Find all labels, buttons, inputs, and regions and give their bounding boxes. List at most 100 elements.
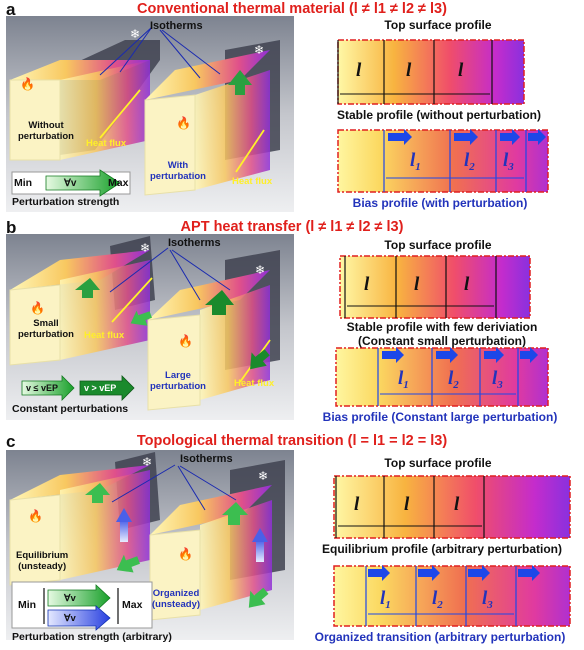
flame-icon: 🔥 bbox=[30, 301, 45, 315]
profile-top-b: l l l bbox=[339, 255, 531, 319]
segment-label: l bbox=[454, 494, 460, 515]
segment-label: l bbox=[404, 494, 410, 515]
illustration-c: ❄ ❄ 🔥 🔥 bbox=[6, 450, 294, 640]
segment-label: l1 bbox=[380, 588, 391, 611]
legend-large-arrow bbox=[79, 375, 135, 401]
legend-caption-c: Perturbation strength (arbitrary) bbox=[12, 631, 172, 643]
perturbation-arrow bbox=[228, 70, 252, 95]
segment-label: l2 bbox=[432, 588, 443, 611]
caption-bias-profile-a: Bias profile (with perturbation) bbox=[352, 196, 528, 210]
flame-icon: 🔥 bbox=[176, 116, 191, 130]
profile-top-c: l l l bbox=[333, 475, 571, 539]
legend-min-a: Min bbox=[14, 177, 33, 189]
segment-label: l3 bbox=[492, 368, 503, 391]
perturbation-arrow bbox=[250, 349, 270, 370]
caption-top-profile-c: Top surface profile bbox=[384, 456, 492, 470]
shift-arrow bbox=[528, 129, 546, 145]
block-front-right-a bbox=[144, 94, 196, 196]
isotherms-label-c: Isotherms bbox=[180, 453, 233, 465]
perturbation-arrow bbox=[75, 278, 100, 298]
block-label-small-perturbation: Small perturbation bbox=[18, 318, 74, 340]
block-label-large-perturbation: Large perturbation bbox=[150, 370, 206, 392]
segment-label: l3 bbox=[503, 150, 514, 173]
block-top-left-c bbox=[10, 465, 150, 500]
isotherm-line bbox=[99, 26, 153, 76]
segment-label: l bbox=[414, 274, 420, 295]
profile-top-a: l l l bbox=[337, 39, 525, 105]
snowflake-icon: ❄ bbox=[130, 27, 140, 41]
segment-label: l3 bbox=[482, 588, 493, 611]
segment-label: l1 bbox=[398, 368, 409, 391]
flame-icon: 🔥 bbox=[178, 547, 193, 561]
isotherm-line bbox=[111, 464, 176, 503]
caption-stable-profile-a: Stable profile (without perturbation) bbox=[337, 108, 541, 122]
isotherm-line bbox=[161, 29, 221, 75]
heat-flux-arrow bbox=[235, 129, 265, 173]
segment-label: l2 bbox=[464, 150, 475, 173]
legend-symbol-c: ∀v bbox=[64, 593, 76, 604]
segment-label: l bbox=[458, 60, 464, 81]
isotherms-label-b: Isotherms bbox=[168, 237, 221, 249]
perturbation-arrow bbox=[248, 587, 269, 608]
panel-title-b: APT heat transfer (l ≠ l1 ≠ l2 ≠ l3) bbox=[180, 219, 404, 235]
panel-title-a: Conventional thermal material (l ≠ l1 ≠ … bbox=[137, 1, 447, 17]
block-top-left-b bbox=[10, 250, 150, 290]
segment-label: l bbox=[406, 60, 412, 81]
block-front-right-b bbox=[147, 314, 201, 411]
legend-min-c: Min bbox=[18, 599, 37, 611]
heat-flux-label: Heat flux bbox=[86, 138, 127, 149]
legend-symbol-c-2: ∀v bbox=[64, 613, 76, 624]
block-label-organized: Organized (unsteady) bbox=[152, 588, 201, 610]
profile-organized-c: l1 l2 l3 bbox=[333, 565, 571, 627]
isotherm-line bbox=[119, 26, 153, 73]
block-front-left-b bbox=[9, 284, 61, 366]
perturbation-arrow bbox=[205, 290, 234, 315]
profile-bias-b: l1 l2 l3 bbox=[335, 347, 549, 407]
legend-max-a: Max bbox=[108, 177, 129, 189]
caption-organized-transition-c: Organized transition (arbitrary perturba… bbox=[314, 630, 566, 644]
shift-arrow bbox=[382, 347, 404, 363]
legend-green-arrow-a bbox=[45, 169, 121, 197]
caption-bias-profile-b: Bias profile (Constant large perturbatio… bbox=[322, 410, 558, 424]
shift-arrow bbox=[454, 129, 478, 145]
segment-label: l2 bbox=[448, 368, 459, 391]
block-label-with-perturbation: With perturbation bbox=[150, 160, 206, 182]
isotherm-line bbox=[169, 249, 201, 301]
flame-icon: 🔥 bbox=[28, 509, 43, 523]
legend-small-arrow bbox=[21, 375, 75, 401]
shift-arrow bbox=[418, 565, 440, 581]
block-side-right-a bbox=[195, 70, 270, 190]
illustration-b: ❄ ❄ 🔥 🔥 bbox=[6, 234, 294, 420]
legend-caption-b: Constant perturbations bbox=[12, 403, 129, 415]
panel-letter-a: a bbox=[6, 0, 16, 19]
caption-top-profile-b: Top surface profile bbox=[384, 238, 492, 252]
block-side-left-c bbox=[60, 470, 150, 580]
legend-max-c: Max bbox=[122, 599, 143, 611]
perturbation-arrow bbox=[222, 502, 248, 525]
snowflake-icon: ❄ bbox=[255, 263, 265, 277]
legend-blue-arrow-c bbox=[47, 605, 111, 631]
shift-arrow bbox=[436, 347, 458, 363]
isotherm-line bbox=[109, 247, 169, 293]
perturbation-arrow-vertical bbox=[256, 540, 264, 562]
perturbation-arrow bbox=[130, 310, 152, 326]
shift-arrow bbox=[518, 565, 540, 581]
heat-flux-arrow bbox=[99, 89, 141, 139]
flame-icon: 🔥 bbox=[20, 77, 35, 91]
shift-arrow bbox=[368, 565, 390, 581]
legend-small-label: v ≤ vEP bbox=[26, 383, 58, 393]
panel-letter-c: c bbox=[6, 432, 16, 451]
profile-bias-a: l1 l2 l3 bbox=[337, 129, 549, 193]
isotherm-line bbox=[179, 465, 237, 501]
legend-caption-a: Perturbation strength bbox=[12, 196, 120, 208]
block-label-equilibrium: Equilibrium (unsteady) bbox=[16, 550, 69, 572]
heat-flux-arrow bbox=[111, 277, 153, 323]
block-front-left-c bbox=[9, 494, 61, 586]
block-side-left-a bbox=[60, 60, 150, 160]
perturbation-arrow bbox=[116, 554, 140, 573]
block-label-without-perturbation: Without perturbation bbox=[18, 120, 74, 142]
segment-label: l1 bbox=[410, 150, 421, 173]
heat-flux-label: Heat flux bbox=[84, 330, 125, 341]
panel-letter-b: b bbox=[6, 218, 17, 237]
block-top-right-b bbox=[148, 270, 270, 320]
